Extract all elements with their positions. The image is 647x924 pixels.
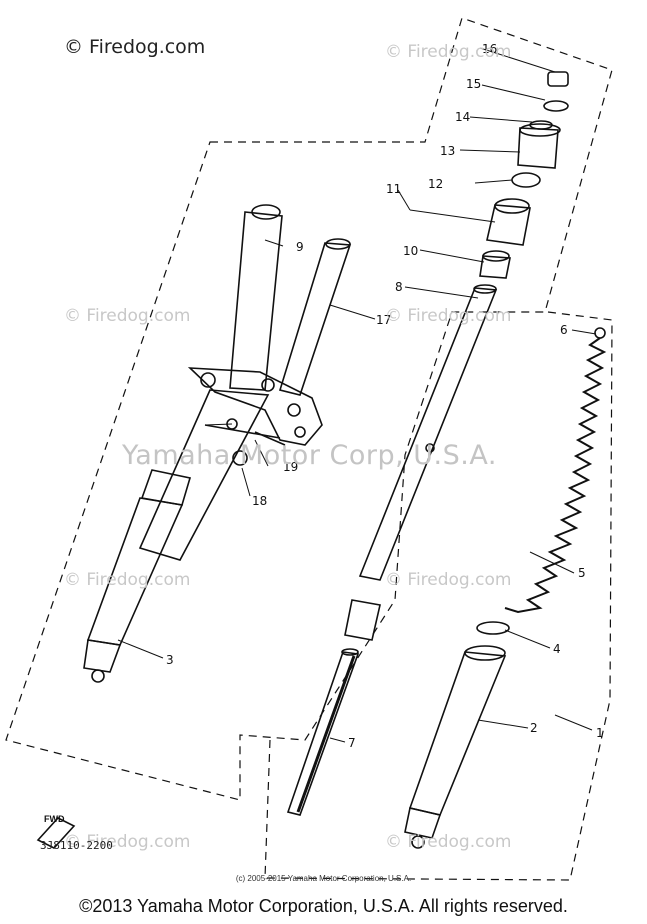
assembly-boundary-left (5, 17, 613, 801)
outer-tube-2 (404, 621, 510, 849)
callout-15: 15 (466, 77, 481, 91)
fwd-label: FWD (44, 814, 65, 824)
callout-labels: 1 2 3 4 5 6 7 8 9 10 11 12 13 14 15 16 1… (166, 42, 604, 750)
inner-tube-17 (278, 238, 352, 396)
watermark: © Firedog.com (385, 570, 512, 590)
fwd-arrow-icon (36, 817, 76, 849)
inner-copyright: (c) 2005-2015 Yamaha Motor Corporation, … (235, 874, 412, 883)
tube-8 (344, 284, 498, 641)
footer-copyright: ©2013 Yamaha Motor Corporation, U.S.A. A… (79, 896, 568, 916)
handlebar-bracket (187, 367, 323, 446)
watermark: © Firedog.com (64, 306, 191, 326)
callout-16: 16 (482, 42, 497, 56)
callout-14: 14 (455, 110, 470, 124)
watermark: © Firedog.com (64, 570, 191, 590)
watermark: © Firedog.com (64, 832, 191, 852)
callout-18: 18 (252, 494, 267, 508)
callout-17: 17 (376, 313, 391, 327)
seal-stack (479, 172, 541, 279)
assembly-boundary-right (264, 311, 613, 881)
callout-3: 3 (166, 653, 174, 667)
fork-spring-5 (504, 327, 607, 614)
callout-7: 7 (348, 736, 356, 750)
part-code: 3J8110-2200 (40, 839, 113, 852)
outer-tube-assembly (83, 204, 283, 683)
callout-10: 10 (403, 244, 418, 258)
spring-coils (504, 337, 607, 614)
top-cap-stack (517, 71, 569, 169)
leader-lines (117, 47, 597, 743)
callout-2: 2 (530, 721, 538, 735)
callout-12: 12 (428, 177, 443, 191)
damper-rod-7 (286, 648, 360, 816)
watermark: © Firedog.com (385, 306, 512, 326)
callout-8: 8 (395, 280, 403, 294)
watermark: © Firedog.com (385, 42, 512, 62)
callout-9: 9 (296, 240, 304, 254)
callout-4: 4 (553, 642, 561, 656)
callout-5: 5 (578, 566, 586, 580)
callout-1: 1 (596, 726, 604, 740)
callout-19: 19 (283, 460, 298, 474)
callout-13: 13 (440, 144, 455, 158)
callout-6: 6 (560, 323, 568, 337)
watermark-center: Yamaha Motor Corp, U.S.A. (122, 440, 497, 471)
watermark: © Firedog.com (385, 832, 512, 852)
watermark-top-left: © Firedog.com (64, 36, 206, 58)
callout-11: 11 (386, 182, 401, 196)
